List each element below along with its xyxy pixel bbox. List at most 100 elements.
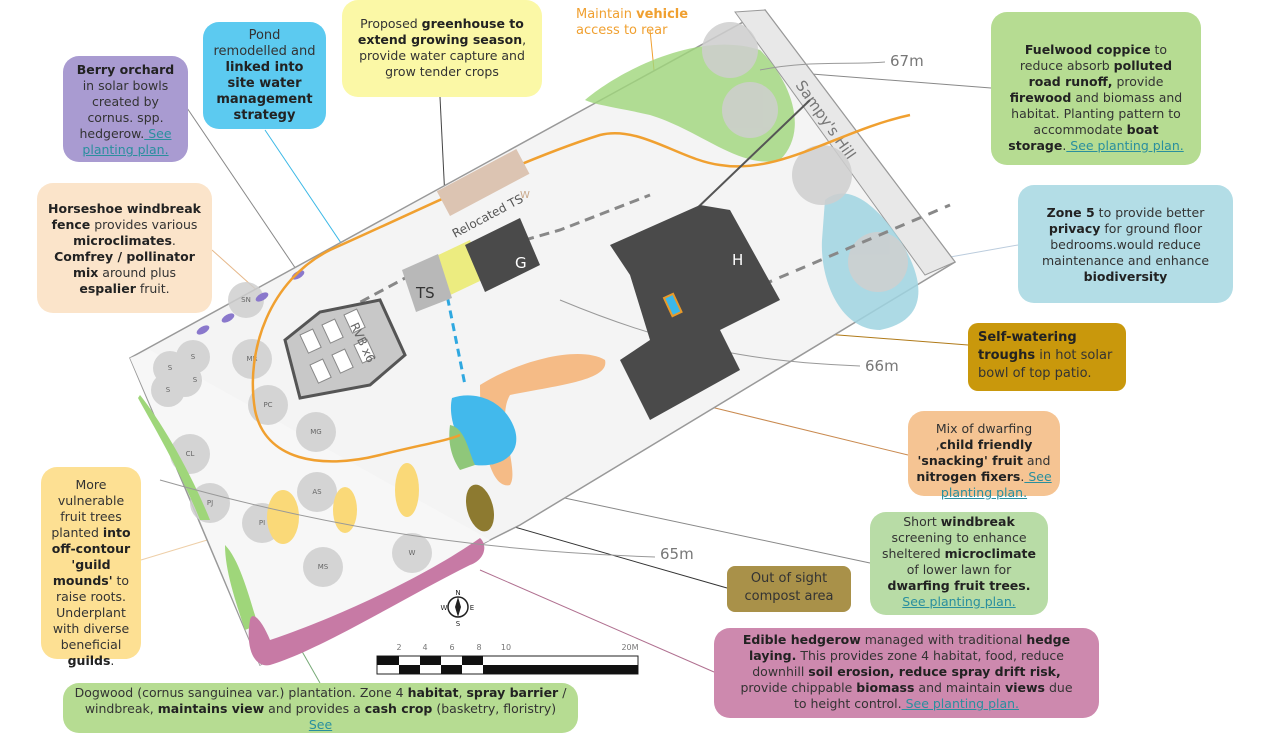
callout-text: , provide water capture and grow tender … bbox=[359, 32, 527, 79]
callout-bold-text: cash crop bbox=[364, 701, 433, 716]
road-sampys-hill bbox=[734, 9, 956, 276]
trees bbox=[151, 22, 908, 587]
dashed-boundary bbox=[679, 203, 951, 322]
guild-mounds bbox=[267, 463, 419, 544]
callout-edible-hedgerow: Edible hedgerow managed with traditional… bbox=[714, 628, 1099, 718]
tree-labels: S S S S MR PC MG CL PJ PI AS MS W SN bbox=[166, 296, 416, 571]
building-labels: H G bbox=[515, 251, 743, 272]
compost-area bbox=[465, 484, 495, 532]
callout-bold-text: Zone 5 bbox=[1046, 205, 1095, 220]
callout-text: around plus bbox=[98, 265, 177, 280]
utility-line bbox=[689, 99, 811, 216]
callout-pond: Pond remodelled and linked into site wat… bbox=[203, 22, 326, 129]
callout-text: in hot solar bowl of top patio. bbox=[978, 348, 1113, 381]
callout-bold-text: Horseshoe windbreak fence bbox=[48, 201, 201, 232]
callout-bold-text: linked into site water management strate… bbox=[216, 60, 313, 123]
callout-bold-text: espalier bbox=[79, 281, 136, 296]
vehicle-note-line2: access to rear bbox=[576, 23, 668, 38]
tree-label: S bbox=[193, 376, 198, 384]
dashed-water-link bbox=[443, 284, 467, 386]
callout-bold-text: spray barrier bbox=[466, 685, 559, 700]
tree-label: MS bbox=[318, 563, 329, 571]
scale-bar: 2 4 6 8 10 20M bbox=[376, 643, 639, 675]
callout-text: Pond remodelled and bbox=[213, 28, 316, 59]
edible-hedgerow-area bbox=[248, 538, 485, 666]
planting-plan-link[interactable]: See planting plan. bbox=[82, 126, 172, 157]
callout-text: of lower lawn for bbox=[906, 562, 1012, 577]
callout-bold-text: nitrogen fixers bbox=[916, 469, 1021, 484]
callout-bold-text: microclimates bbox=[73, 233, 172, 248]
callout-text: / windbreak, bbox=[84, 685, 567, 716]
vehicle-note-bold: vehicle bbox=[636, 7, 689, 22]
callout-text: managed with traditional bbox=[860, 632, 1027, 647]
callout-text: provides various bbox=[90, 217, 198, 232]
planting-plan-link[interactable]: See planting plan. bbox=[902, 594, 1016, 609]
planting-plan-link[interactable]: See planting plan. bbox=[940, 469, 1052, 500]
compass-w: W bbox=[441, 604, 448, 612]
callout-text: fruit. bbox=[135, 281, 170, 296]
vehicle-note-text: Maintain bbox=[576, 7, 637, 22]
callout-text: and bbox=[1022, 453, 1051, 468]
callout-text: Mix of dwarfing , bbox=[935, 421, 1033, 452]
relocated-ts bbox=[436, 149, 530, 216]
callout-bold-text: habitat bbox=[407, 685, 459, 700]
callout-text: to provide better bbox=[1094, 205, 1205, 220]
callout-berry-orchard: Berry orchard in solar bowls created by … bbox=[63, 56, 188, 162]
tree-label: MR bbox=[247, 355, 258, 363]
callout-dogwood: Dogwood (cornus sanguinea var.) plantati… bbox=[63, 683, 578, 733]
callout-zone5: Zone 5 to provide better privacy for gro… bbox=[1018, 185, 1233, 303]
callout-text: to raise roots. Underplant with diverse … bbox=[52, 573, 130, 652]
callout-text: provide bbox=[1112, 74, 1164, 89]
callout-greenhouse: Proposed greenhouse to extend growing se… bbox=[342, 0, 542, 97]
tree-label: PJ bbox=[207, 499, 213, 507]
callout-text: to reduce absorb bbox=[1019, 42, 1168, 73]
compass-s: S bbox=[456, 620, 461, 628]
compass-n: N bbox=[455, 589, 460, 597]
planting-plan-link[interactable]: See bbox=[308, 717, 333, 732]
scale-label: 2 bbox=[396, 643, 401, 652]
callout-bold-text: biodiversity bbox=[1083, 269, 1168, 284]
contour-label-65: 65m bbox=[660, 545, 694, 563]
callout-bold-text: firewood bbox=[1009, 90, 1072, 105]
callout-text: . bbox=[1062, 138, 1067, 153]
callout-vulnerable-fruit: More vulnerable fruit trees planted into… bbox=[41, 467, 141, 668]
callout-bold-text: into off-contour 'guild mounds' bbox=[51, 525, 131, 588]
callout-text: , bbox=[458, 685, 467, 700]
callout-text: provide chippable bbox=[740, 680, 857, 695]
tree-label: PC bbox=[263, 401, 272, 409]
self-watering-trough bbox=[662, 292, 683, 318]
callout-compost: Out of sight compost area bbox=[727, 566, 851, 612]
callout-bold-text: Fuelwood coppice bbox=[1024, 42, 1151, 57]
contour-label-66: 66m bbox=[865, 357, 899, 375]
scale-label: 10 bbox=[501, 643, 511, 652]
garage-label: G bbox=[515, 254, 527, 272]
callout-bold-text: privacy bbox=[1048, 221, 1101, 236]
berry-bowls bbox=[196, 270, 305, 335]
tool-shed bbox=[402, 254, 452, 312]
compass-e: E bbox=[470, 604, 474, 612]
callout-bold-text: soil erosion, reduce spray drift risk, bbox=[808, 664, 1061, 679]
callout-text: This provides zone 4 habitat, food, redu… bbox=[752, 648, 1064, 679]
windbreak-fence-path bbox=[251, 113, 911, 463]
contour-label-67: 67m bbox=[890, 52, 924, 70]
tree-label: PI bbox=[259, 519, 265, 527]
callout-text: Proposed bbox=[360, 16, 422, 31]
callout-bold-text: polluted road runoff, bbox=[1028, 58, 1173, 89]
tree-label: S bbox=[166, 386, 171, 394]
callout-text: . bbox=[110, 653, 115, 668]
callout-bold-text: hedge laying. bbox=[749, 632, 1071, 663]
callout-text: screening to enhance sheltered bbox=[881, 530, 1027, 561]
tree-label: W bbox=[409, 549, 416, 557]
dogwood-strip-lower bbox=[225, 545, 258, 630]
callout-bold-text: guilds bbox=[67, 653, 111, 668]
planting-plan-link[interactable]: See planting plan. bbox=[1066, 138, 1184, 153]
veg-beds bbox=[299, 308, 376, 384]
callout-text: . bbox=[171, 233, 176, 248]
planting-plan-link[interactable]: See planting plan. bbox=[901, 696, 1020, 711]
scale-label: 6 bbox=[449, 643, 454, 652]
callout-bold-text: windbreak bbox=[940, 514, 1015, 529]
scale-label: 20M bbox=[621, 643, 638, 652]
callout-fuelwood: Fuelwood coppice to reduce absorb pollut… bbox=[991, 12, 1201, 165]
callout-bold-text: maintains view bbox=[157, 701, 265, 716]
